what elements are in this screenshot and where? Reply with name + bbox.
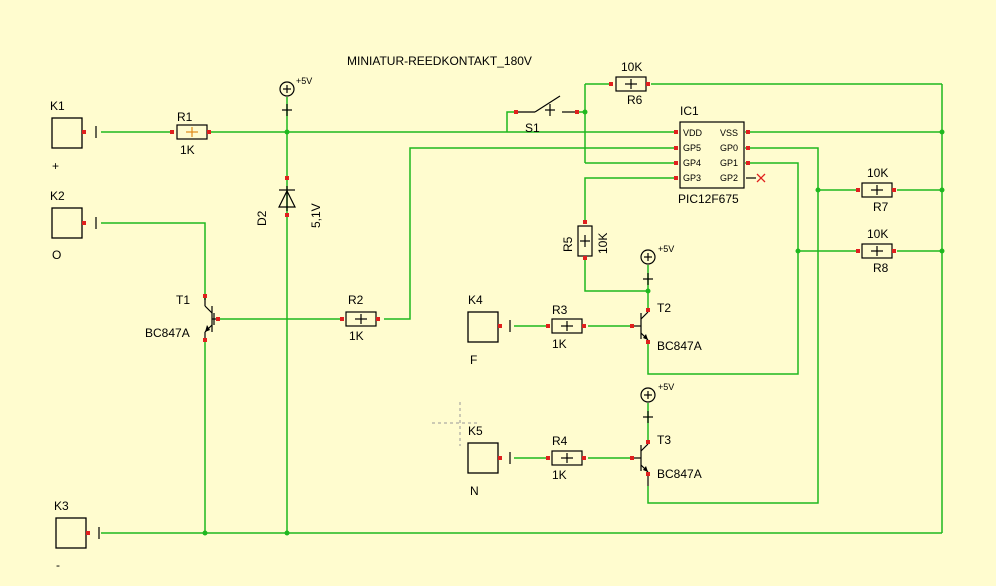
connector-k2[interactable]: K2 O <box>50 189 97 262</box>
svg-text:T1: T1 <box>176 293 190 307</box>
svg-text:1K: 1K <box>552 468 567 482</box>
svg-text:R3: R3 <box>552 303 568 317</box>
svg-text:R5: R5 <box>561 236 575 252</box>
svg-text:10K: 10K <box>867 166 888 180</box>
svg-text:R4: R4 <box>552 434 568 448</box>
svg-text:R7: R7 <box>873 200 889 214</box>
svg-text:10K: 10K <box>596 233 610 254</box>
resistor-r5[interactable]: R5 10K <box>561 220 610 260</box>
zener-diode-d2[interactable]: D2 5,1V <box>255 176 323 228</box>
svg-text:K4: K4 <box>468 293 483 307</box>
schematic-title: MINIATUR-REEDKONTAKT_180V <box>347 54 532 68</box>
svg-text:GP4: GP4 <box>683 158 701 168</box>
svg-text:BC847A: BC847A <box>657 339 702 353</box>
svg-text:1K: 1K <box>349 329 364 343</box>
transistor-t1[interactable]: T1 BC847A <box>145 293 220 342</box>
svg-text:K1: K1 <box>50 99 65 113</box>
svg-text:+: + <box>52 159 59 173</box>
svg-text:R6: R6 <box>627 93 643 107</box>
svg-text:K2: K2 <box>50 189 65 203</box>
svg-text:R2: R2 <box>348 293 364 307</box>
resistor-r2[interactable]: R2 1K <box>340 293 380 343</box>
transistor-t3[interactable]: T3 BC847A <box>630 433 702 486</box>
svg-text:R1: R1 <box>177 110 193 124</box>
svg-text:VSS: VSS <box>720 128 738 138</box>
svg-text:IC1: IC1 <box>680 104 699 118</box>
svg-text:BC847A: BC847A <box>145 326 190 340</box>
svg-text:-: - <box>56 558 60 572</box>
svg-text:GP2: GP2 <box>720 173 738 183</box>
svg-text:10K: 10K <box>867 227 888 241</box>
power-symbol-vcc-d2: +5V <box>279 76 312 116</box>
svg-text:GP1: GP1 <box>720 158 738 168</box>
svg-text:K3: K3 <box>54 499 69 513</box>
power-symbol-vcc-t3: +5V <box>640 382 674 423</box>
svg-text:GP3: GP3 <box>683 173 701 183</box>
svg-text:1K: 1K <box>180 143 195 157</box>
svg-text:+5V: +5V <box>658 382 674 392</box>
svg-text:F: F <box>470 353 477 367</box>
svg-text:1K: 1K <box>552 337 567 351</box>
resistor-r4[interactable]: R4 1K <box>546 434 586 482</box>
wires <box>101 83 945 536</box>
transistor-t2[interactable]: T2 BC847A <box>630 301 702 353</box>
svg-text:5,1V: 5,1V <box>309 203 323 228</box>
resistor-r7[interactable]: 10K R7 <box>856 166 896 214</box>
svg-text:N: N <box>470 484 479 498</box>
connector-k1[interactable]: K1 + <box>50 99 97 173</box>
ic-pic12f675[interactable]: IC1 PIC12F675 VDD GP5 GP4 GP3 VSS GP0 GP… <box>674 104 766 206</box>
svg-text:O: O <box>52 248 61 262</box>
svg-text:10K: 10K <box>621 60 642 74</box>
svg-text:GP0: GP0 <box>720 143 738 153</box>
resistor-r3[interactable]: R3 1K <box>546 303 586 351</box>
svg-text:GP5: GP5 <box>683 143 701 153</box>
resistor-r1[interactable]: R1 1K <box>170 110 211 157</box>
resistor-r6[interactable]: 10K R6 <box>609 60 650 107</box>
svg-text:D2: D2 <box>255 210 269 226</box>
connector-k4[interactable]: K4 F <box>467 293 511 367</box>
svg-text:PIC12F675: PIC12F675 <box>678 192 739 206</box>
svg-text:K5: K5 <box>468 424 483 438</box>
resistor-r8[interactable]: 10K R8 <box>856 227 896 275</box>
power-symbol-vcc-t2: +5V <box>640 244 674 285</box>
svg-text:R8: R8 <box>873 261 889 275</box>
reed-switch-s1[interactable]: S1 <box>514 95 579 135</box>
svg-text:T3: T3 <box>657 433 671 447</box>
svg-text:S1: S1 <box>525 121 540 135</box>
connector-k5[interactable]: K5 N <box>432 402 511 498</box>
svg-text:+5V: +5V <box>658 244 674 254</box>
connector-k3[interactable]: K3 - <box>54 499 100 572</box>
svg-text:VDD: VDD <box>683 128 703 138</box>
svg-text:+5V: +5V <box>296 76 312 86</box>
svg-text:T2: T2 <box>657 301 671 315</box>
svg-text:BC847A: BC847A <box>657 467 702 481</box>
